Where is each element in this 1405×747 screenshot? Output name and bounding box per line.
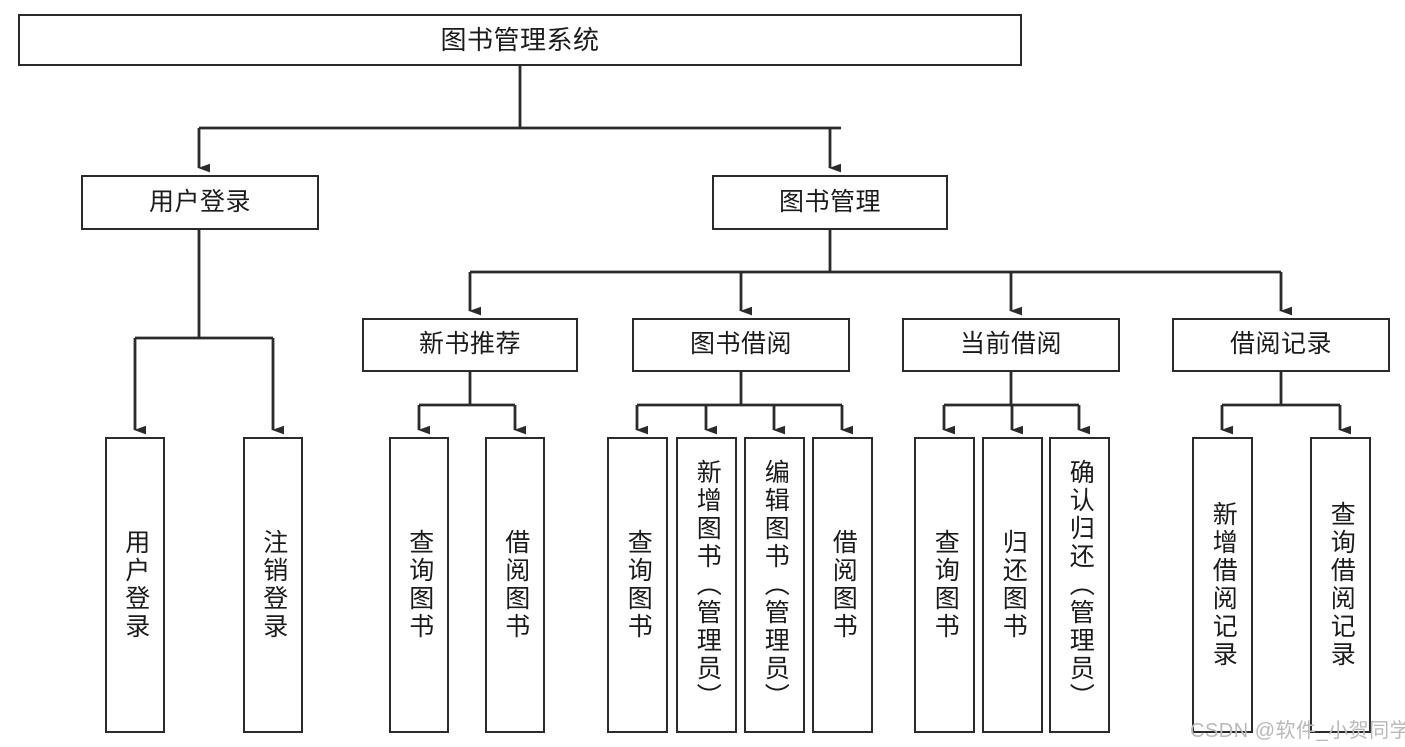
node-current-borrow-label: 当前借阅 <box>959 330 1062 359</box>
node-book-borrow-label: 图书借阅 <box>689 330 792 359</box>
node-leaf-confirm-return-admin-label: 确认归还（管理员） <box>1066 459 1095 711</box>
node-leaf-query-book-cur[interactable]: 查询图书 <box>914 437 975 733</box>
node-leaf-borrow-book-bor-label: 借阅图书 <box>829 529 858 641</box>
node-leaf-borrow-book-rec-label: 借阅图书 <box>501 529 530 641</box>
node-borrow-record[interactable]: 借阅记录 <box>1172 318 1390 372</box>
node-leaf-user-logout-label: 注销登录 <box>259 529 288 641</box>
node-book-borrow[interactable]: 图书借阅 <box>632 318 850 372</box>
node-leaf-return-book-label: 归还图书 <box>999 529 1028 641</box>
node-leaf-confirm-return-admin[interactable]: 确认归还（管理员） <box>1049 437 1110 733</box>
node-leaf-add-book-admin[interactable]: 新增图书（管理员） <box>676 437 737 733</box>
node-leaf-query-borrow-record-label: 查询借阅记录 <box>1327 501 1356 669</box>
node-leaf-borrow-book-rec[interactable]: 借阅图书 <box>485 437 545 733</box>
node-leaf-query-book-bor-label: 查询图书 <box>624 529 653 641</box>
node-user-login-label: 用户登录 <box>148 187 251 216</box>
node-leaf-query-book-rec[interactable]: 查询图书 <box>389 437 449 733</box>
node-leaf-query-book-cur-label: 查询图书 <box>931 529 960 641</box>
node-leaf-query-book-rec-label: 查询图书 <box>405 529 434 641</box>
node-leaf-add-book-admin-label: 新增图书（管理员） <box>693 459 722 711</box>
node-leaf-user-logout[interactable]: 注销登录 <box>243 437 303 733</box>
watermark: CSDN @软件_小贺同学 <box>1190 720 1405 742</box>
node-leaf-add-borrow-record[interactable]: 新增借阅记录 <box>1192 437 1253 733</box>
node-new-book-recommend[interactable]: 新书推荐 <box>362 318 578 372</box>
node-leaf-query-book-bor[interactable]: 查询图书 <box>607 437 668 733</box>
node-leaf-add-borrow-record-label: 新增借阅记录 <box>1209 501 1238 669</box>
node-current-borrow[interactable]: 当前借阅 <box>902 318 1120 372</box>
node-leaf-user-login[interactable]: 用户登录 <box>105 437 165 733</box>
node-user-login[interactable]: 用户登录 <box>81 175 319 230</box>
node-leaf-user-login-label: 用户登录 <box>121 529 150 641</box>
node-leaf-query-borrow-record[interactable]: 查询借阅记录 <box>1310 437 1371 733</box>
node-root-label: 图书管理系统 <box>440 24 600 55</box>
node-leaf-edit-book-admin-label: 编辑图书（管理员） <box>761 459 790 711</box>
node-root[interactable]: 图书管理系统 <box>18 14 1022 66</box>
node-book-manage-label: 图书管理 <box>778 187 881 216</box>
node-leaf-borrow-book-bor[interactable]: 借阅图书 <box>812 437 873 733</box>
node-leaf-return-book[interactable]: 归还图书 <box>982 437 1043 733</box>
node-new-book-recommend-label: 新书推荐 <box>418 330 521 359</box>
node-borrow-record-label: 借阅记录 <box>1229 330 1332 359</box>
node-leaf-edit-book-admin[interactable]: 编辑图书（管理员） <box>744 437 805 733</box>
node-book-manage[interactable]: 图书管理 <box>712 175 948 230</box>
